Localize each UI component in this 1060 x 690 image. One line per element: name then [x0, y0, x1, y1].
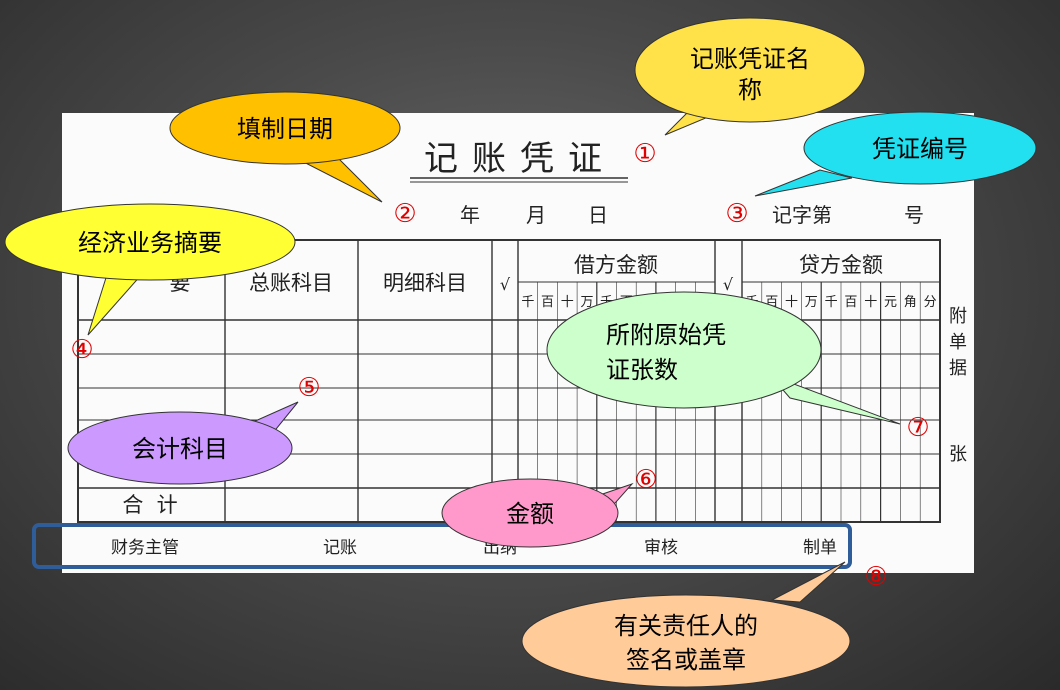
header-check-mark-1: √	[500, 275, 511, 294]
callout-bubble	[67, 411, 293, 485]
callout-amount: 金额	[441, 478, 634, 548]
marker-8: ⑧	[864, 562, 887, 592]
marker-1: ①	[633, 139, 656, 169]
digit-unit-label: 十	[561, 295, 574, 310]
header-debit-amount: 借方金额	[574, 253, 658, 277]
callout-pointer	[754, 169, 853, 197]
date-day-label: 日	[588, 203, 608, 227]
marker-2: ②	[393, 199, 416, 229]
signature-reviewer: 审核	[644, 538, 678, 558]
header-credit-amount: 贷方金额	[799, 253, 883, 277]
digit-unit-label: 十	[785, 295, 798, 310]
digit-unit-label: 万	[805, 295, 818, 310]
digit-unit-label: 分	[924, 295, 937, 310]
signature-finance-manager: 财务主管	[111, 538, 179, 558]
attachment-zhang: 张	[949, 444, 967, 465]
header-general-account: 总账科目	[249, 271, 333, 295]
callout-pointer	[770, 561, 846, 603]
callout-text: 经济业务摘要	[78, 229, 222, 257]
marker-5: ⑤	[297, 373, 320, 403]
digit-unit-label: 百	[541, 295, 554, 310]
voucher-number-suffix: 号	[904, 203, 924, 227]
signature-highlight-box	[32, 523, 852, 569]
callout-bubble	[521, 594, 851, 688]
callout-text-line2: 签名或盖章	[626, 646, 746, 674]
callout-text-line1: 所附原始凭	[606, 321, 726, 349]
marker-4: ④	[70, 335, 93, 365]
marker-3: ③	[725, 199, 748, 229]
callout-text: 填制日期	[237, 115, 333, 143]
callout-bubble	[169, 91, 401, 165]
header-check-mark-2: √	[723, 275, 734, 294]
marker-7: ⑦	[906, 413, 929, 443]
digit-unit-label: 千	[521, 295, 534, 310]
digit-unit-label: 百	[844, 295, 857, 310]
digit-unit-label: 元	[884, 295, 897, 310]
digit-unit-label: 十	[864, 295, 877, 310]
callout-bubble	[441, 478, 619, 548]
digit-unit-label: 千	[825, 295, 838, 310]
callout-text-line1: 记账凭证名	[690, 45, 810, 73]
callout-voucher-number: 凭证编号	[754, 111, 1037, 197]
header-detail-account: 明细科目	[383, 271, 467, 295]
callout-text: 金额	[506, 500, 554, 528]
total-label: 合 计	[122, 493, 177, 517]
digit-columns	[537, 282, 921, 522]
digit-unit-label: 角	[904, 295, 917, 310]
callout-bubble	[803, 111, 1037, 185]
callout-fill-date: 填制日期	[169, 91, 401, 203]
date-month-label: 月	[526, 203, 546, 227]
marker-6: ⑥	[634, 465, 657, 495]
attachment-ju: 据	[949, 358, 967, 379]
callout-text-line2: 称	[738, 76, 762, 104]
digit-unit-label: 万	[580, 295, 593, 310]
attachment-fu: 附	[949, 306, 967, 327]
voucher-title: 记账凭证	[424, 139, 616, 179]
callout-signature: 有关责任人的 签名或盖章	[521, 561, 851, 688]
signature-bookkeeper: 记账	[323, 538, 357, 558]
callout-summary: 经济业务摘要	[4, 203, 296, 336]
callout-text-line2: 证张数	[606, 356, 678, 384]
callout-text-line1: 有关责任人的	[614, 612, 758, 640]
callout-attached-count: 所附原始凭 证张数	[546, 291, 901, 425]
signature-preparer: 制单	[803, 538, 837, 558]
callout-bubble	[634, 17, 866, 123]
callout-account: 会计科目	[67, 401, 299, 485]
callout-text: 凭证编号	[872, 135, 968, 163]
callout-voucher-name: 记账凭证名 称	[634, 17, 866, 136]
attachment-dan: 单	[949, 332, 967, 353]
voucher-number-prefix: 记字第	[772, 203, 832, 227]
callout-bubble	[546, 291, 822, 409]
callout-bubble	[4, 203, 296, 281]
date-year-label: 年	[460, 203, 480, 227]
callout-text: 会计科目	[132, 435, 228, 463]
